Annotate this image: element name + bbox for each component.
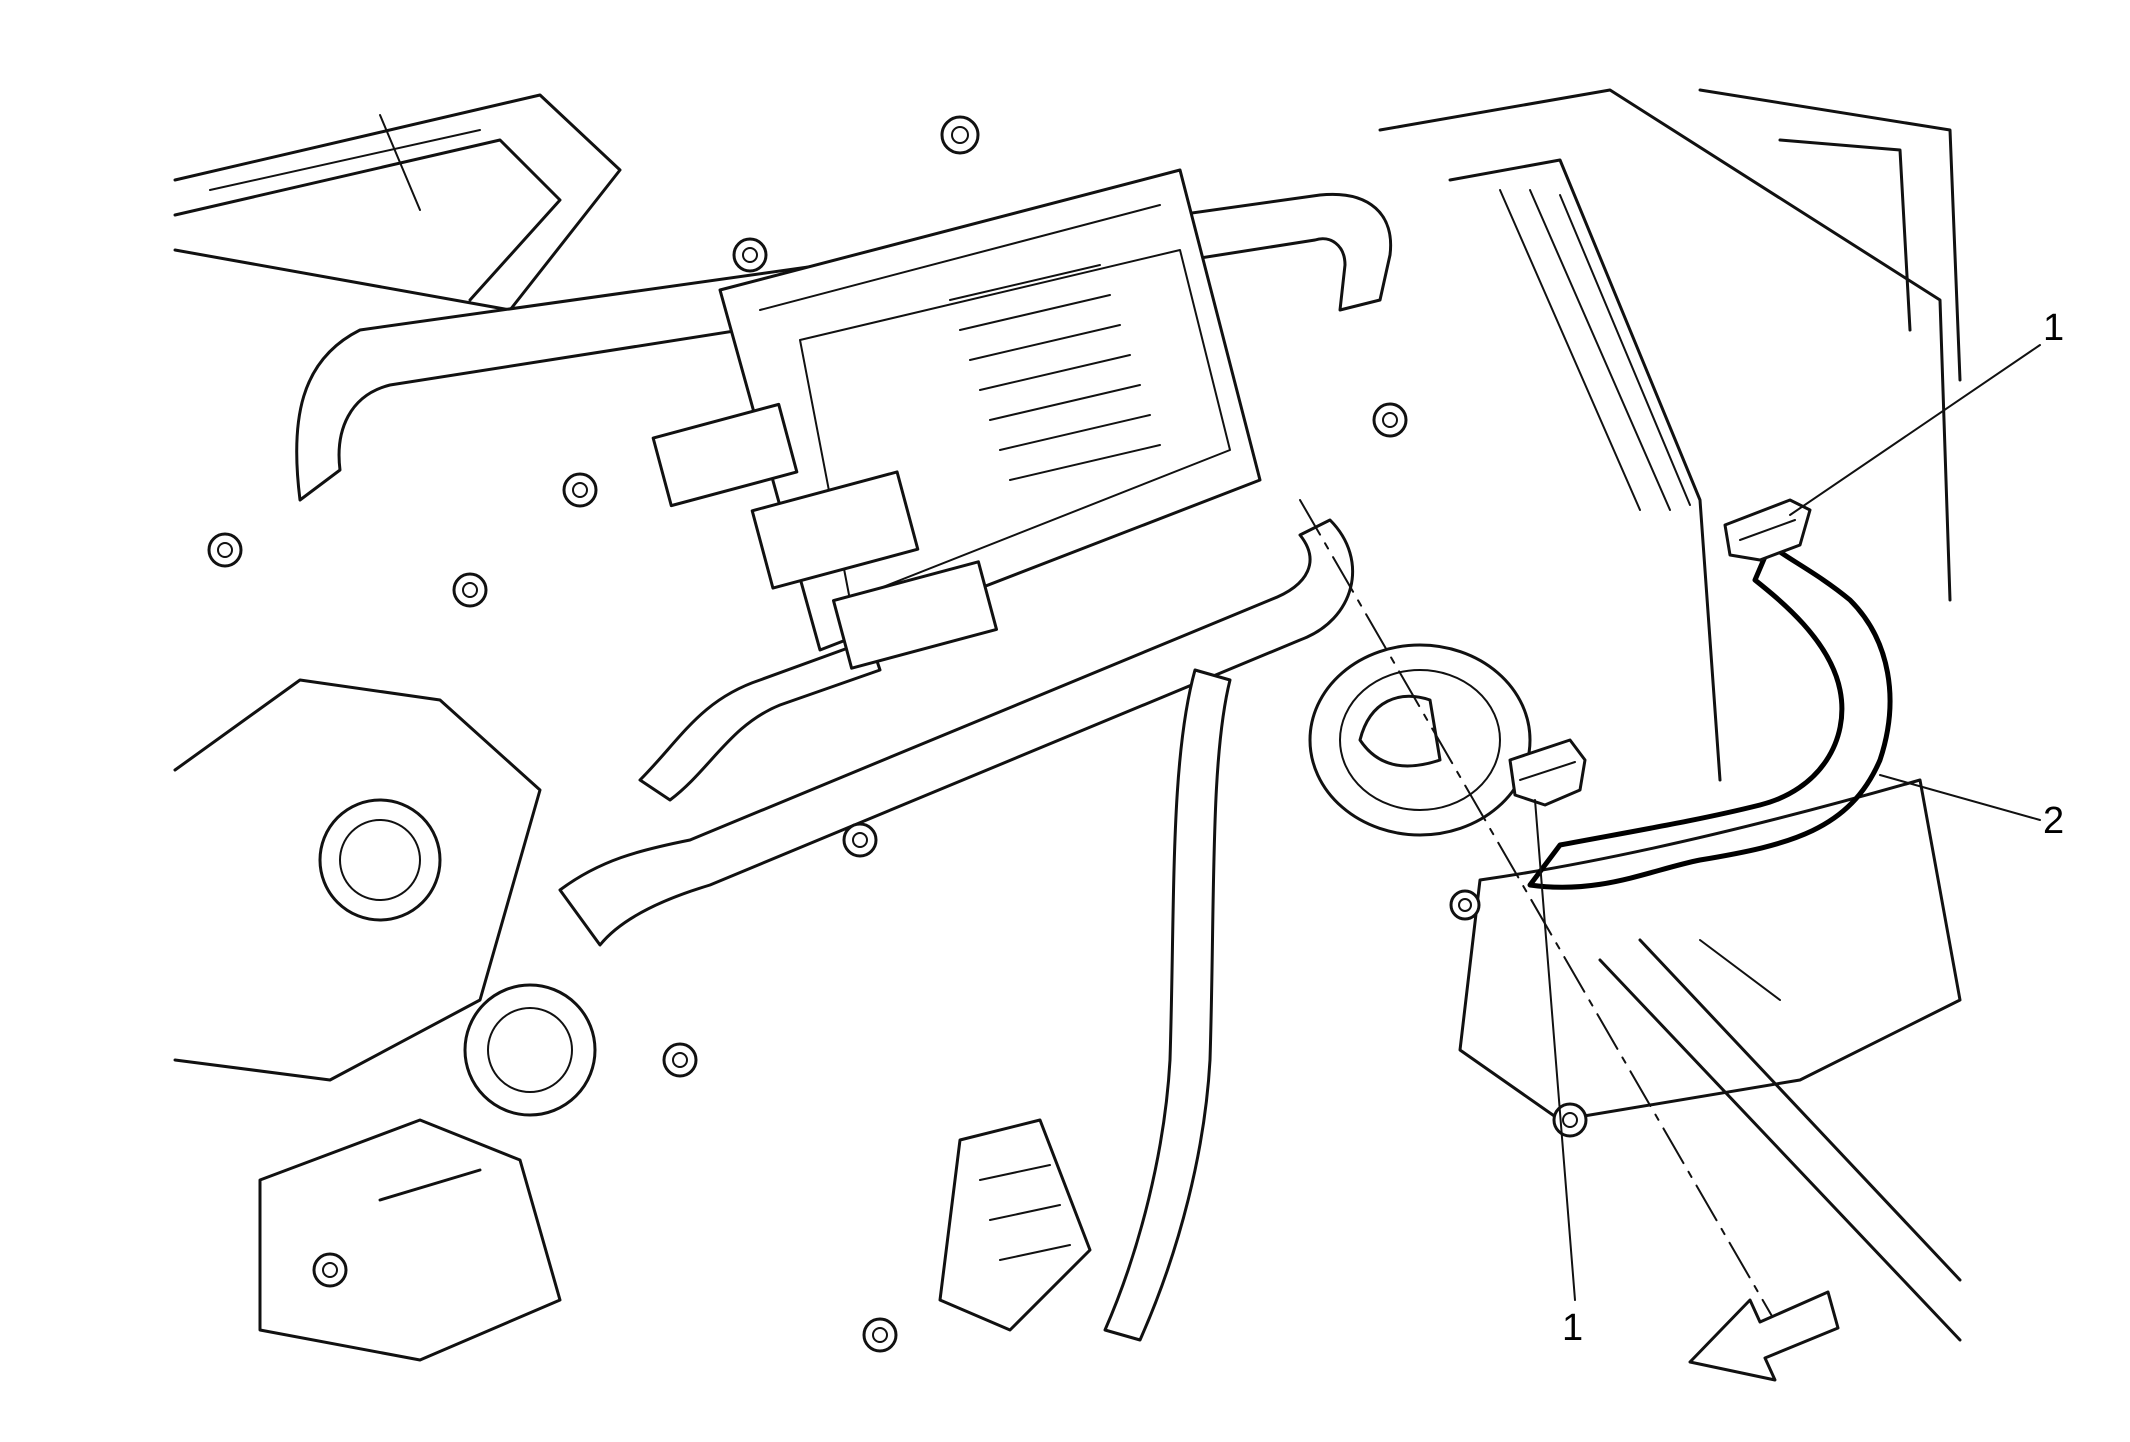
callout-clamp-lower: 1 bbox=[1562, 1307, 1583, 1349]
callout-clamp-upper: 1 bbox=[2043, 307, 2064, 349]
illustration-linework bbox=[173, 88, 1962, 1362]
ecm-fins bbox=[949, 264, 1161, 481]
coolant-hose bbox=[1527, 542, 1893, 890]
leader-lines bbox=[1534, 344, 2041, 1301]
callout-hose: 2 bbox=[2043, 800, 2064, 842]
front-direction-arrow-icon bbox=[1688, 1290, 1840, 1382]
hose-clamp-upper bbox=[1723, 498, 1812, 562]
hose-clamp-lower bbox=[1508, 738, 1587, 807]
bolts bbox=[207, 115, 1588, 1353]
